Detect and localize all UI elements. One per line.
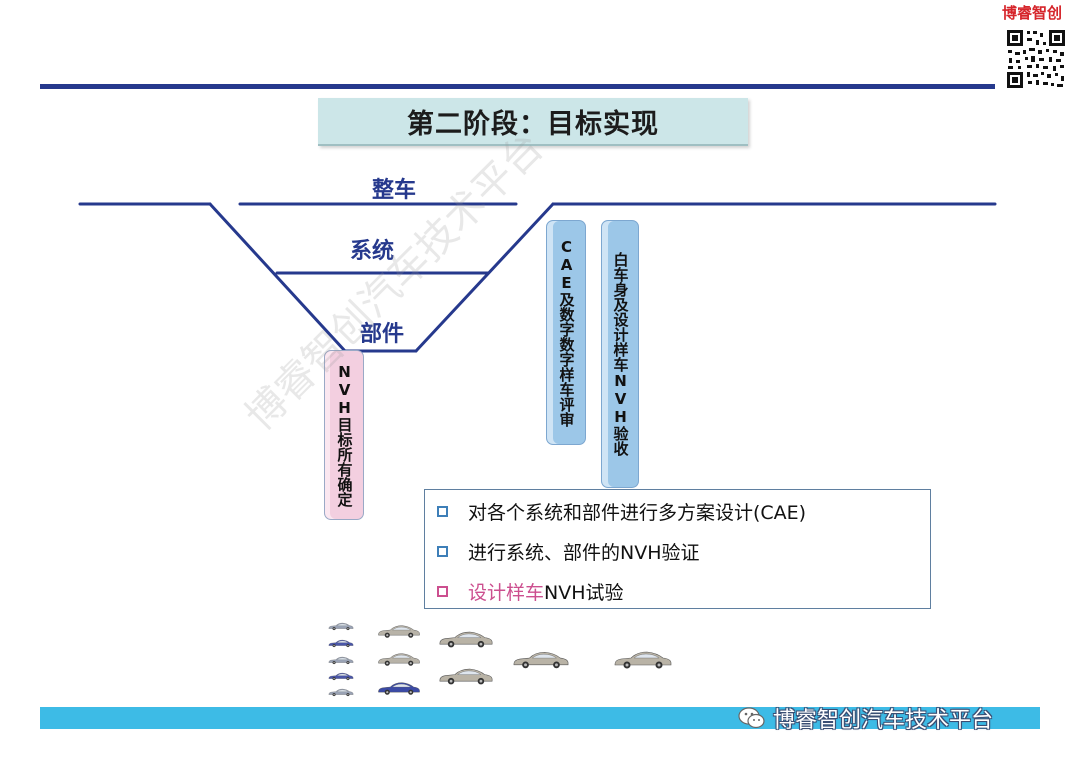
checkbox-bullet-icon: [437, 546, 448, 557]
level-label-vehicle: 整车: [372, 178, 417, 203]
cae-review-text: CAE及数字数字样车评审: [557, 238, 576, 427]
car-icon: [378, 653, 420, 666]
checkbox-bullet-icon: [437, 586, 448, 597]
footer-text: 博睿智创汽车技术平台: [773, 708, 994, 733]
car-icon: [439, 631, 493, 648]
body-validation-text: 白车身及设计样车NVH验收: [611, 252, 630, 456]
brand-logo-text: 博睿智创: [1002, 4, 1063, 22]
car-icon: [328, 688, 354, 697]
level-label-system: 系统: [350, 239, 395, 264]
bullet-item: 对各个系统和部件进行多方案设计(CAE): [437, 498, 806, 525]
qr-code-icon: [1005, 28, 1067, 90]
nvh-target-pill: NVH目标所有确定: [324, 350, 364, 520]
car-icon: [328, 672, 354, 681]
car-icon: [328, 656, 354, 665]
car-icon: [378, 682, 420, 695]
bullet-item: 进行系统、部件的NVH验证: [437, 538, 700, 565]
top-rule: [40, 84, 995, 89]
wechat-icon: [738, 707, 765, 729]
car-icon: [378, 625, 420, 638]
level-label-component: 部件: [360, 322, 405, 347]
nvh-target-text: NVH目标所有确定: [335, 363, 354, 507]
car-icon: [439, 668, 493, 685]
bullet-text: NVH试验: [544, 582, 624, 604]
v-diagram-left-diagonal: [208, 202, 347, 353]
checkbox-bullet-icon: [437, 506, 448, 517]
car-icon: [328, 639, 354, 648]
car-icon: [513, 651, 569, 669]
car-icon: [614, 651, 672, 669]
bullet-text: 对各个系统和部件进行多方案设计(CAE): [468, 502, 807, 524]
footer-bar: [40, 707, 1040, 729]
bullet-text: 进行系统、部件的NVH验证: [468, 542, 700, 564]
body-validation-pill: 白车身及设计样车NVH验收: [601, 220, 639, 488]
cae-review-pill: CAE及数字数字样车评审: [546, 220, 586, 445]
bullet-highlight-text: 设计样车: [468, 582, 545, 604]
v-diagram-right-diagonal: [414, 202, 555, 353]
page-title: 第二阶段：目标实现: [318, 98, 748, 146]
car-icon: [328, 622, 354, 631]
